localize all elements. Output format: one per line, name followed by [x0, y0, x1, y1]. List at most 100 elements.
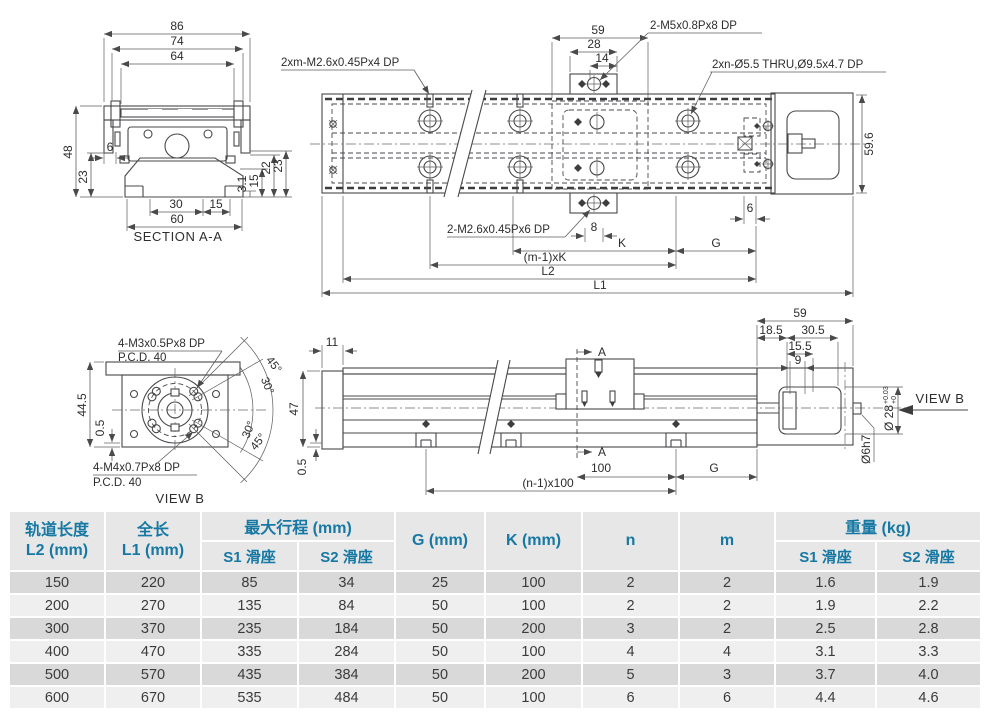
cell: 50: [396, 641, 484, 662]
dim-14: 14: [595, 51, 609, 65]
dim-L2: L2: [541, 264, 555, 278]
cell: 5: [583, 664, 678, 685]
dim-30: 30: [169, 197, 183, 211]
dim-23-right: 23: [271, 159, 285, 173]
view-b-arrow-label: VIEW B: [915, 391, 964, 406]
cell: 370: [106, 618, 200, 639]
angle-30-top: 30°: [258, 376, 276, 397]
cell: 25: [396, 572, 484, 593]
dim-86: 86: [170, 19, 184, 33]
dim-6-top-view: 6: [747, 201, 754, 215]
callout-m5: 2-M5x0.8Px8 DP: [650, 20, 737, 32]
cell: 2.5: [776, 618, 875, 639]
dim-shaft-pilot-dia: Ø 28: [882, 405, 896, 431]
cell: 670: [106, 687, 200, 708]
dim-59: 59: [591, 23, 605, 37]
cell: 4.4: [776, 687, 875, 708]
cell: 535: [202, 687, 297, 708]
cell: 1.9: [877, 572, 980, 593]
section-aa-title: SECTION A-A: [134, 229, 223, 244]
dim-6: 6: [107, 140, 114, 154]
cell: 3.7: [776, 664, 875, 685]
cell: 100: [486, 572, 581, 593]
dim-22: 22: [259, 161, 273, 175]
cell: 100: [486, 595, 581, 616]
col-header-weight-s2: S2 滑座: [877, 542, 980, 570]
cell: 2: [583, 595, 678, 616]
cell: 6: [680, 687, 774, 708]
cell: 184: [299, 618, 394, 639]
cell: 270: [106, 595, 200, 616]
cell: 84: [299, 595, 394, 616]
cell: 4.0: [877, 664, 980, 685]
dim-8: 8: [591, 220, 598, 234]
cell: 3.1: [776, 641, 875, 662]
cell: 2: [680, 595, 774, 616]
cell: 300: [10, 618, 104, 639]
cell: 200: [486, 664, 581, 685]
cell: 2: [583, 572, 678, 593]
callout-m4-pcd: P.C.D. 40: [93, 477, 141, 489]
dim-0-5-viewb: 0.5: [93, 419, 107, 436]
callout-top-screws: 2xm-M2.6x0.45Px4 DP: [281, 57, 400, 69]
dim-15-bottom: 15: [209, 197, 223, 211]
cell: 2: [680, 618, 774, 639]
dim-30-5: 30.5: [801, 323, 825, 337]
col-header-g: G (mm): [396, 512, 484, 570]
dim-18-5: 18.5: [759, 323, 783, 337]
top-view: 59 28 14 2-M5x0.8Px8 DP 2xm-M2.6x0.45Px4…: [281, 20, 886, 297]
dim-G-top: G: [711, 236, 720, 250]
cell: 2.8: [877, 618, 980, 639]
cell: 384: [299, 664, 394, 685]
side-view: A A 11 47 0.5 100 G (n-1)x100 59: [287, 306, 968, 495]
cell: 3.3: [877, 641, 980, 662]
cell: 6: [583, 687, 678, 708]
cell: 3: [583, 618, 678, 639]
col-header-n: n: [583, 512, 678, 570]
cell: 435: [202, 664, 297, 685]
cell: 3: [680, 664, 774, 685]
view-b: 45° 30° 30° 45° 44.5 0.5 4-M3x0.5Px8 DP …: [75, 336, 283, 506]
cell: 500: [10, 664, 104, 685]
dim-G-side: G: [709, 461, 718, 475]
cell: 85: [202, 572, 297, 593]
dim-59-6: 59.6: [862, 132, 876, 156]
cell: 484: [299, 687, 394, 708]
section-a-top: A: [598, 345, 606, 359]
cell: 200: [486, 618, 581, 639]
callout-counterbore: 2xn-Ø5.5 THRU,Ø9.5x4.7 DP: [712, 59, 864, 71]
cell: 135: [202, 595, 297, 616]
cell: 4.6: [877, 687, 980, 708]
cell: 100: [486, 687, 581, 708]
dim-L1: L1: [593, 278, 607, 292]
dim-n100: (n-1)x100: [522, 476, 574, 490]
dim-K: K: [618, 236, 626, 250]
col-header-stroke-s2: S2 滑座: [299, 542, 394, 570]
cell: 470: [106, 641, 200, 662]
callout-m3-pcd: P.C.D. 40: [118, 352, 166, 364]
dim-64: 64: [170, 49, 184, 63]
dim-59-side: 59: [793, 306, 807, 320]
cell: 50: [396, 664, 484, 685]
dim-15-right: 15: [247, 174, 261, 188]
cell: 335: [202, 641, 297, 662]
col-header-k: K (mm): [486, 512, 581, 570]
cell: 50: [396, 595, 484, 616]
counterbore-holes: [417, 108, 701, 180]
cell: 4: [680, 641, 774, 662]
dim-100: 100: [591, 461, 611, 475]
cell: 2: [680, 572, 774, 593]
dim-3-1: 3.1: [235, 175, 249, 192]
cell: 200: [10, 595, 104, 616]
callout-m3: 4-M3x0.5Px8 DP: [118, 338, 205, 350]
cell: 1.6: [776, 572, 875, 593]
dim-47: 47: [287, 402, 301, 416]
callout-bottom-screws: 2-M2.6x0.45Px6 DP: [447, 224, 550, 236]
view-b-arrow-icon: [898, 405, 913, 415]
